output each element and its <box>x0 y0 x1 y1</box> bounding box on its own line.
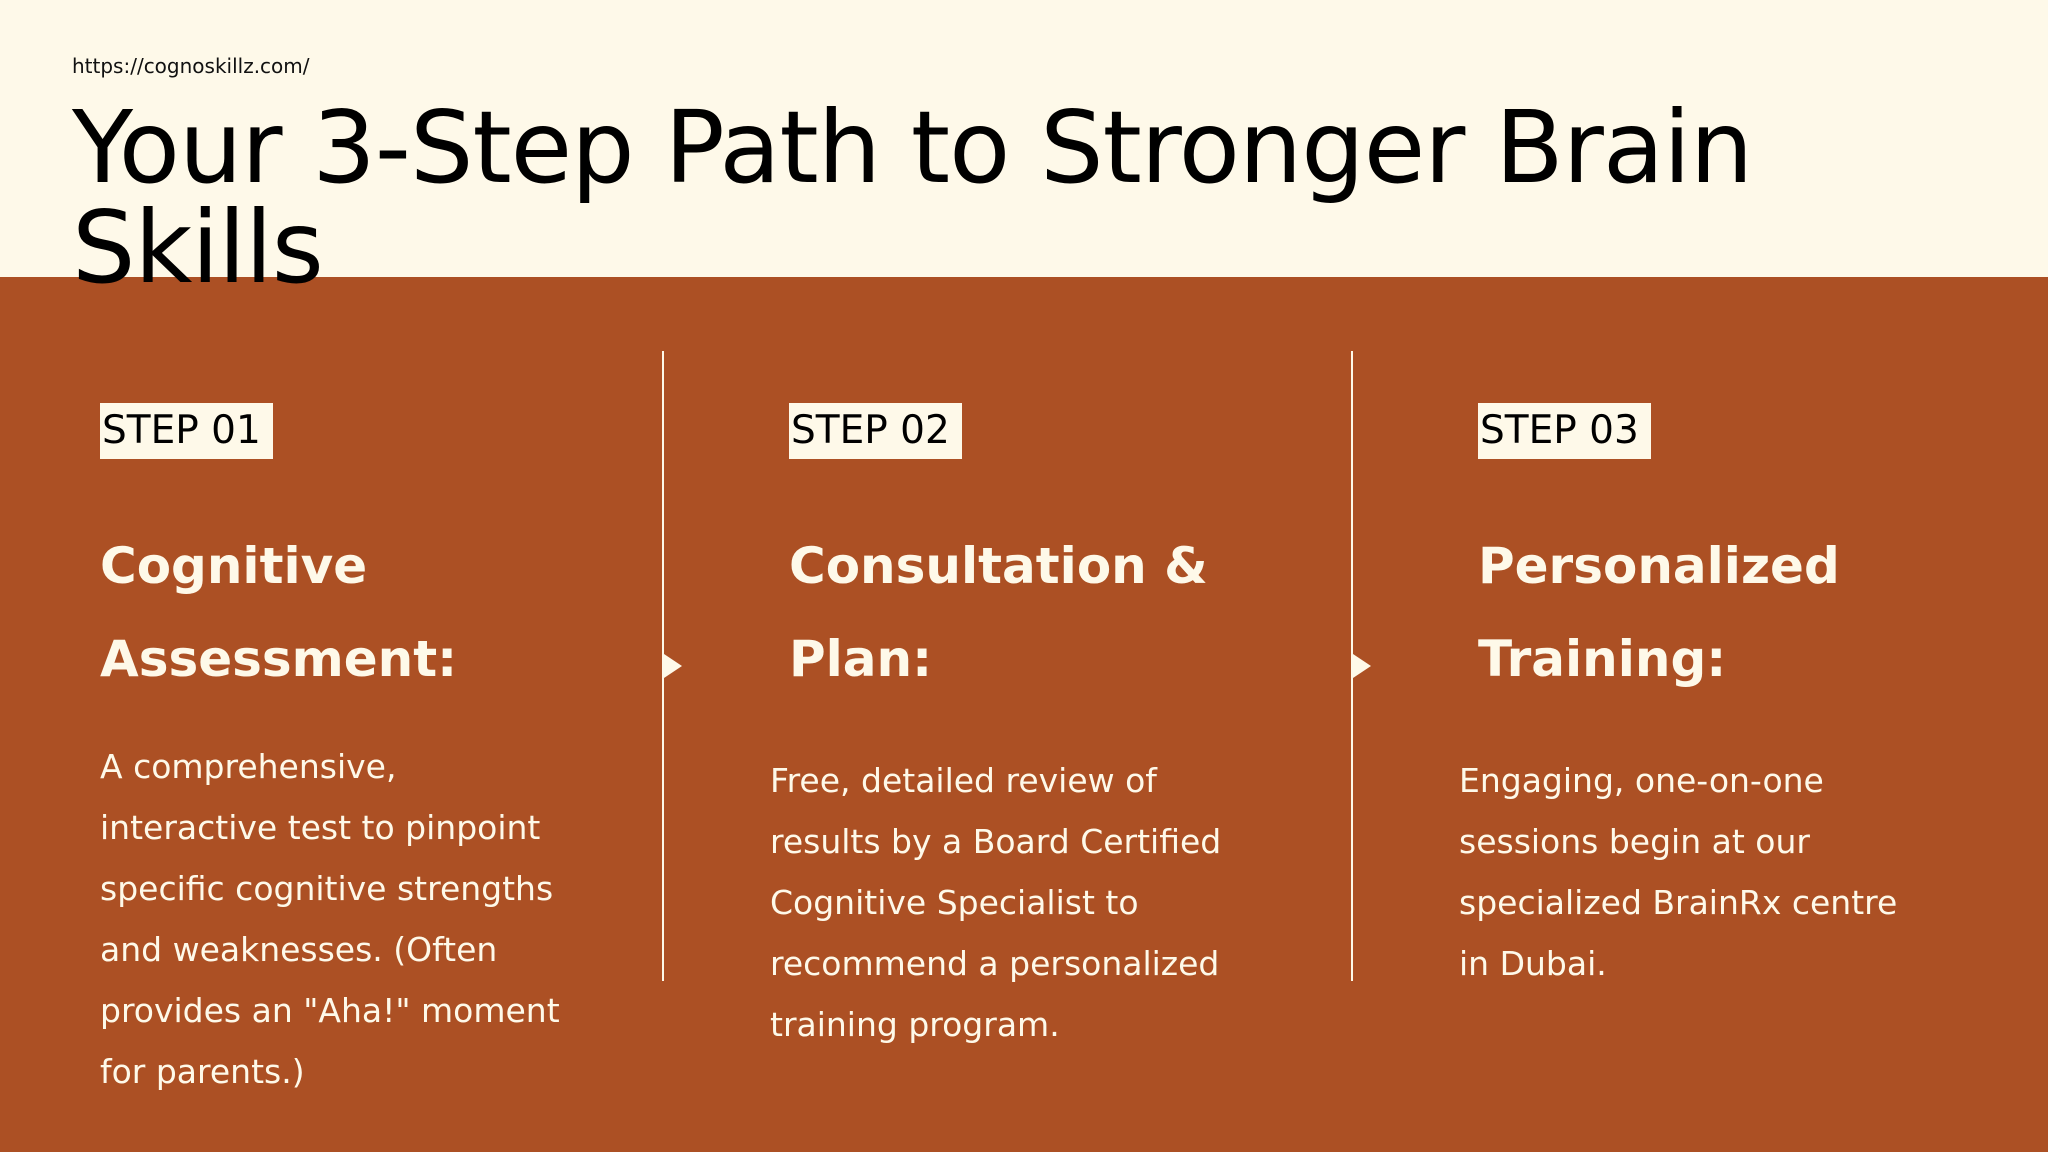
step-heading-3: Personalized Training: <box>1478 537 1840 688</box>
arrow-right-icon <box>664 654 682 678</box>
source-url[interactable]: https://cognoskillz.com/ <box>72 54 310 78</box>
step-description-2: Free, detailed review of results by a Bo… <box>770 761 1222 1044</box>
step-tag-2: STEP 02 <box>789 403 962 459</box>
step-heading-2: Consultation & Plan: <box>789 537 1208 688</box>
page-title: Your 3-Step Path to Stronger Brain Skill… <box>72 89 1753 306</box>
step-divider-2 <box>1351 351 1353 981</box>
step-tag-1: STEP 01 <box>100 403 273 459</box>
step-description-1: A comprehensive, interactive test to pin… <box>100 747 560 1091</box>
header-band <box>0 0 2048 277</box>
step-tag-3: STEP 03 <box>1478 403 1651 459</box>
step-divider-1 <box>662 351 664 981</box>
arrow-right-icon <box>1353 654 1371 678</box>
step-description-3: Engaging, one-on-one sessions begin at o… <box>1459 761 1898 983</box>
steps-band <box>0 277 2048 1152</box>
step-heading-1: Cognitive Assessment: <box>100 537 458 688</box>
